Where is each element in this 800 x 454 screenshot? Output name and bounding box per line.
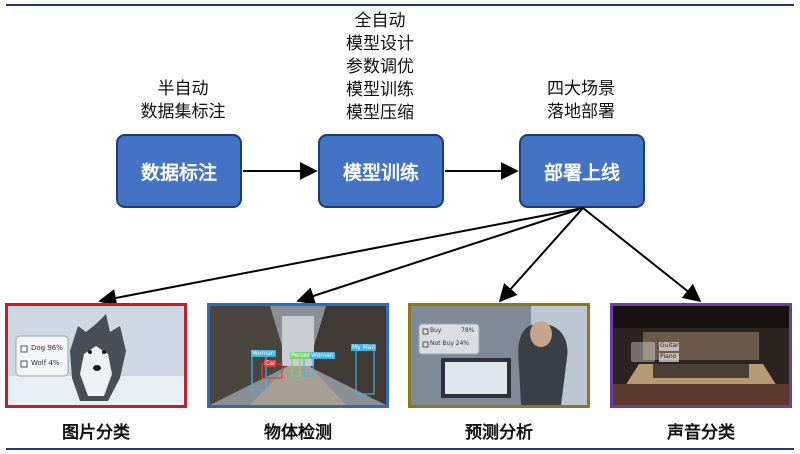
tag-dog: Dog 96% bbox=[31, 344, 63, 352]
tag-buy-percent: 78% bbox=[461, 327, 475, 334]
tag-guitar: Guitar bbox=[660, 342, 679, 349]
stage-annotation-training: 全自动 模型设计 参数调优 模型训练 模型压缩 bbox=[346, 11, 414, 123]
tag-not-buy: Not Buy 24% bbox=[430, 340, 470, 347]
stage-annotation-labeling: 半自动 数据集标注 bbox=[140, 79, 226, 122]
concert-hall-photo bbox=[613, 306, 789, 405]
scenario-sound-classification: Guitar Piano bbox=[610, 303, 792, 408]
tag-my-man: My Man bbox=[351, 344, 377, 351]
tag-woman-center: Woman bbox=[310, 352, 335, 359]
stage-box-labeling: 数据标注 bbox=[116, 134, 242, 208]
scenario-label-predictive-analysis: 预测分析 bbox=[465, 423, 533, 443]
stage-annotation-deploy: 四大场景 落地部署 bbox=[547, 79, 615, 122]
stage-box-deploy: 部署上线 bbox=[519, 134, 645, 208]
tag-piano: Piano bbox=[660, 353, 677, 360]
arrow-deploy-to-sound-classification bbox=[582, 207, 702, 303]
tag-car: Car bbox=[264, 360, 277, 367]
tag-woman-left: Woman bbox=[251, 350, 276, 357]
scenario-label-sound-classification: 声音分类 bbox=[667, 423, 735, 443]
arrow-deploy-to-predictive-analysis bbox=[498, 207, 584, 303]
scenario-object-detection: Woman Car Person Woman My Man bbox=[207, 303, 389, 408]
arrow-deploy-to-object-detection bbox=[296, 207, 584, 305]
tag-wolf: Wolf 4% bbox=[31, 359, 60, 367]
scenario-image-classification: Dog 96% Wolf 4% bbox=[5, 303, 187, 408]
husky-photo bbox=[8, 306, 184, 405]
scenario-label-object-detection: 物体检测 bbox=[264, 423, 332, 443]
top-rule bbox=[6, 4, 794, 6]
tag-person: Person bbox=[290, 352, 313, 359]
arrow-deploy-to-image-classification bbox=[98, 207, 584, 307]
bottom-rule bbox=[6, 448, 794, 450]
scenario-label-image-classification: 图片分类 bbox=[62, 423, 130, 443]
scenario-predictive-analysis: Buy 78% Not Buy 24% bbox=[408, 303, 590, 408]
stage-box-training: 模型训练 bbox=[318, 134, 444, 208]
tag-buy: Buy bbox=[430, 327, 442, 334]
laptop-user-photo bbox=[411, 306, 587, 405]
